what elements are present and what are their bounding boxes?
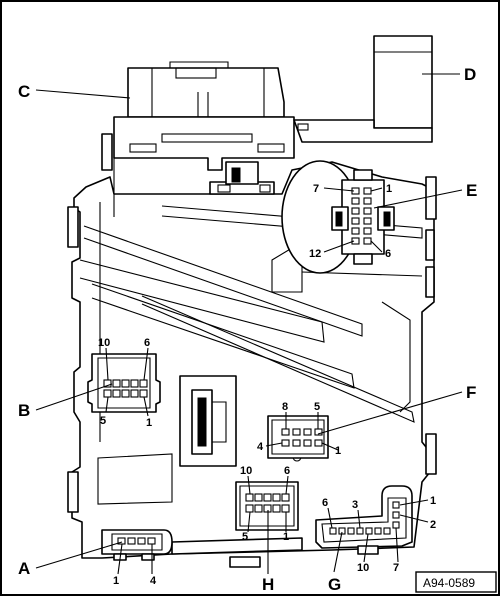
connector-b-housing (87, 353, 161, 413)
pin-label-e-7: 7 (313, 183, 319, 195)
connector-e-housing (281, 160, 395, 274)
pin-label-g-2: 2 (430, 519, 436, 531)
pin-label-b-1: 1 (146, 417, 152, 429)
pin-label-e-1: 1 (386, 183, 392, 195)
figure-reference: A94-0589 (415, 571, 497, 593)
leader-lines (35, 73, 463, 575)
connector-f-housing (267, 415, 329, 459)
pin-label-b-6: 6 (144, 337, 150, 349)
callout-d: D (464, 65, 476, 84)
leader-b (35, 383, 113, 411)
pin-label-g-1: 1 (430, 495, 436, 507)
connector-h-housing (171, 481, 303, 555)
pin-label-f-8: 8 (282, 401, 288, 413)
pin-label-b-10: 10 (98, 337, 110, 349)
leader-g (333, 531, 343, 573)
pin-label-h-1: 1 (283, 531, 289, 543)
leader-a (35, 541, 123, 569)
leader-c (35, 89, 131, 99)
pin-label-f-1: 1 (335, 445, 341, 457)
pin-label-f-4: 4 (257, 441, 264, 453)
callout-b: B (18, 401, 30, 420)
pin-label-e-6: 6 (385, 248, 391, 260)
connector-c-housing (113, 61, 295, 195)
pin-label-h-6: 6 (284, 465, 290, 477)
pin-label-a-4: 4 (150, 575, 157, 587)
callout-g: G (328, 575, 341, 594)
connector-h-pin-grid (245, 493, 290, 513)
pin-label-f-5: 5 (314, 401, 320, 413)
pin-label-g-3: 3 (352, 499, 358, 511)
pin-label-h-10: 10 (240, 465, 252, 477)
callout-e: E (466, 181, 477, 200)
callout-h: H (262, 575, 274, 594)
center-relay-block (179, 375, 237, 467)
figure-reference-label: A94-0589 (423, 576, 475, 590)
leader-f (317, 391, 463, 435)
pin-label-a-1: 1 (113, 575, 119, 587)
pin-label-e-12: 12 (309, 248, 321, 260)
pin-label-g-6: 6 (322, 497, 328, 509)
callout-c: C (18, 82, 30, 101)
callout-letters: C D E B F A H G (18, 65, 477, 594)
callout-f: F (466, 383, 476, 402)
pin-label-h-5: 5 (242, 531, 248, 543)
pin-label-g-7: 7 (393, 562, 399, 574)
connector-g-housing (315, 485, 413, 555)
pin-labels: 7 1 12 6 10 6 5 1 8 5 4 1 10 6 5 1 1 4 6… (98, 183, 436, 587)
connector-d-housing (293, 35, 433, 143)
callout-a: A (18, 559, 30, 578)
connector-b-pin-grid (103, 379, 148, 398)
leader-e (373, 189, 463, 209)
pin-label-b-5: 5 (100, 415, 106, 427)
pin-label-g-10: 10 (357, 562, 369, 574)
connector-g-pin-grid (329, 501, 400, 535)
